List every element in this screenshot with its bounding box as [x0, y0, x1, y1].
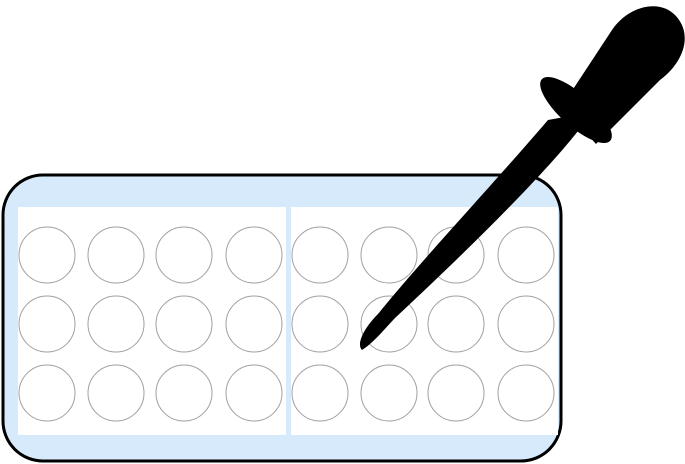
well [87, 295, 145, 353]
well [427, 364, 485, 422]
well [18, 226, 76, 284]
well [291, 226, 349, 284]
well [225, 364, 283, 422]
wells-grid [18, 226, 555, 422]
well [427, 295, 485, 353]
well [87, 226, 145, 284]
dropper-bulb [562, 6, 685, 145]
well [87, 364, 145, 422]
well [497, 295, 555, 353]
dropper-tube [359, 112, 592, 350]
well [18, 295, 76, 353]
well [225, 295, 283, 353]
well [155, 295, 213, 353]
dropper-icon [359, 6, 685, 350]
well [497, 364, 555, 422]
well [155, 226, 213, 284]
well [360, 364, 418, 422]
well [225, 226, 283, 284]
well [497, 226, 555, 284]
well [291, 295, 349, 353]
well [18, 364, 76, 422]
well [360, 226, 418, 284]
well [155, 364, 213, 422]
well [291, 364, 349, 422]
